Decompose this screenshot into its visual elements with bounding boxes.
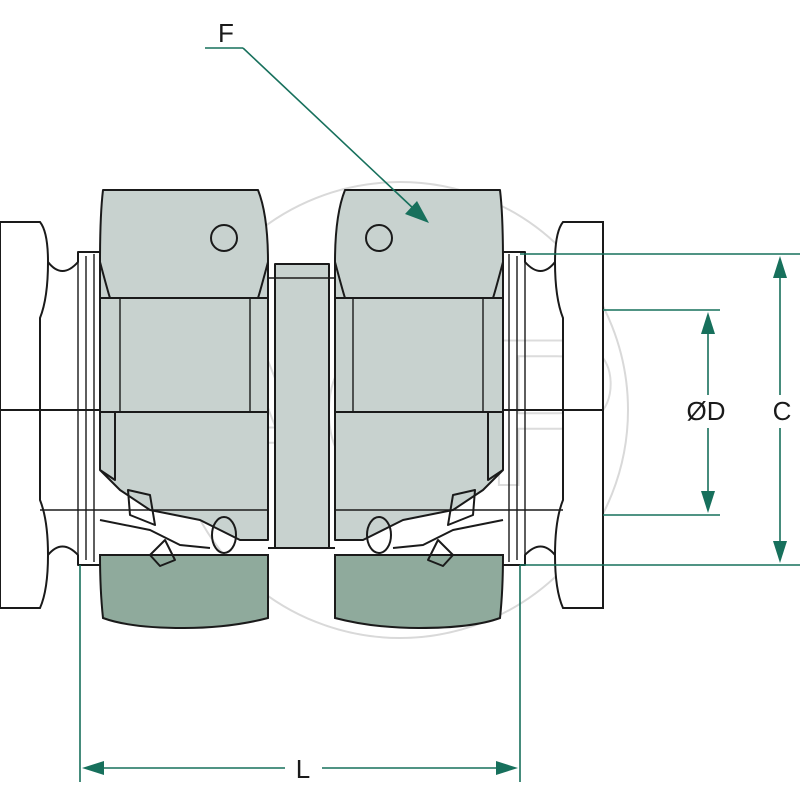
label-C: C <box>773 396 792 426</box>
dimension-L: L <box>79 565 521 784</box>
bore-lines <box>40 509 563 549</box>
right-union-nut <box>334 189 505 630</box>
dimension-C: C <box>520 253 800 566</box>
right-nut-seal <box>366 516 392 554</box>
label-L: L <box>296 754 310 784</box>
left-nut-seal <box>211 516 237 554</box>
left-end-body <box>0 221 100 609</box>
right-end-body <box>503 221 604 609</box>
label-F: F <box>218 18 234 48</box>
dimension-D: ØD <box>603 309 726 516</box>
label-D: ØD <box>687 396 726 426</box>
left-union-nut <box>98 189 269 630</box>
right-nut-hole <box>365 224 393 252</box>
center-body <box>265 263 340 549</box>
leader-F: F <box>205 18 429 223</box>
left-nut-hole <box>210 224 238 252</box>
